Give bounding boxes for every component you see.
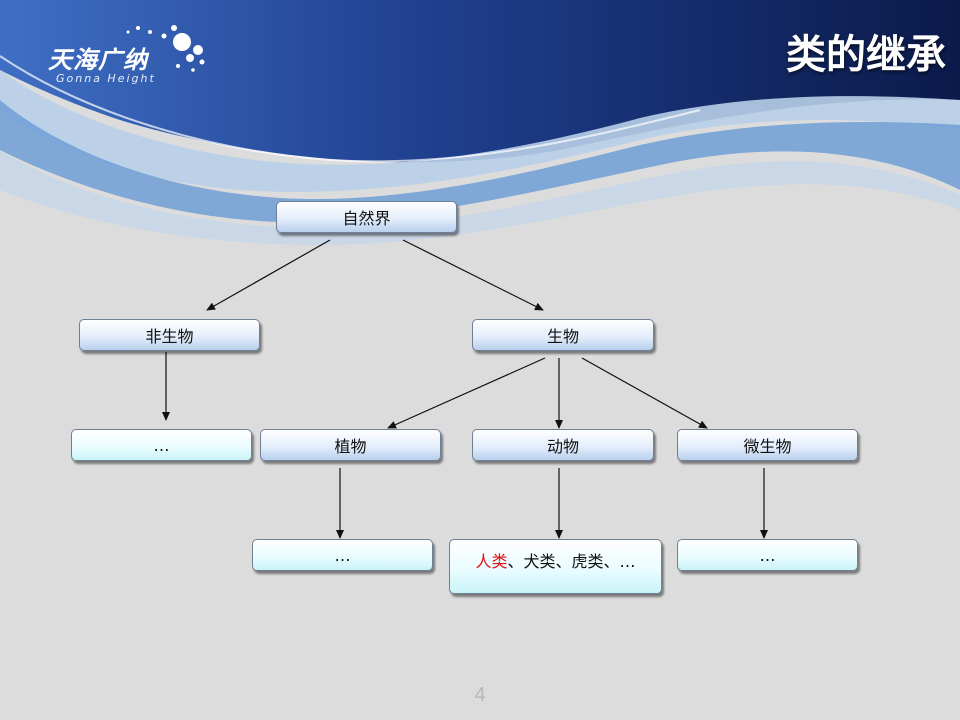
header-band <box>0 0 960 163</box>
arrow-living-to-plant <box>387 357 546 429</box>
node-animal: 动物 <box>472 429 654 461</box>
node-non-living: 非生物 <box>79 319 260 351</box>
node-non-living-child: … <box>71 429 252 461</box>
animal-child-human: 人类 <box>475 552 508 571</box>
header-wave-light <box>0 70 960 192</box>
arrow-root-to-nonliving <box>206 239 331 311</box>
arrow-living-to-microbe <box>581 357 708 429</box>
node-root: 自然界 <box>276 201 457 233</box>
node-plant-child: … <box>252 539 433 571</box>
logo-bubbles-icon <box>126 25 205 72</box>
page-number: 4 <box>474 684 486 706</box>
header-wave-pale <box>0 150 960 245</box>
header-wave-blue <box>0 100 960 223</box>
logo-english: Gonna Height <box>56 72 156 85</box>
animal-child-rest: 、犬类、虎类、… <box>507 552 636 571</box>
slide-title: 类的继承 <box>786 32 946 78</box>
node-microbe-child: … <box>677 539 858 571</box>
node-microbe: 微生物 <box>677 429 858 461</box>
node-living: 生物 <box>472 319 654 351</box>
node-animal-child: 人类、犬类、虎类、… <box>449 539 662 594</box>
header-wave-white <box>0 55 701 163</box>
logo-chinese: 天海广纳 <box>48 46 148 74</box>
node-plant: 植物 <box>260 429 441 461</box>
arrow-root-to-living <box>402 239 544 311</box>
